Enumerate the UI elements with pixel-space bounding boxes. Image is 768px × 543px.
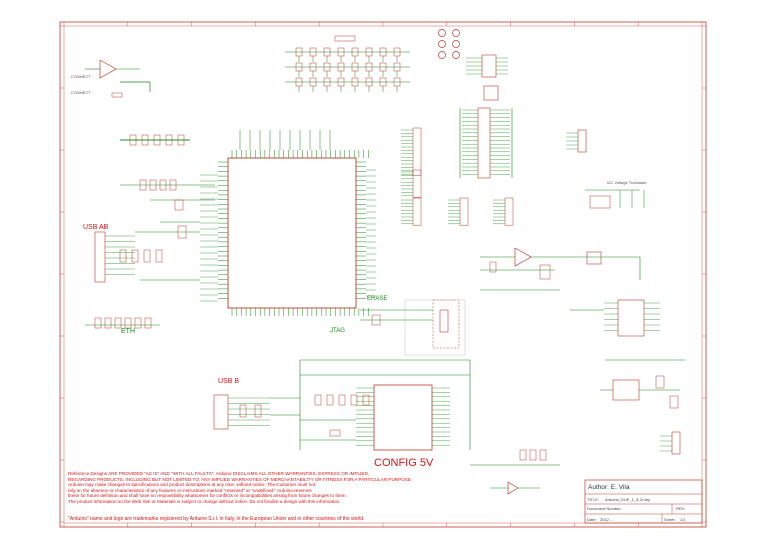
pin-header bbox=[412, 197, 422, 226]
rev-label: REV: bbox=[676, 506, 686, 511]
eth-label: ETH bbox=[121, 328, 135, 335]
disclaimer-line: Arduino may make changes to specificatio… bbox=[68, 482, 316, 487]
ic-outline bbox=[481, 54, 497, 78]
capacitor bbox=[114, 317, 122, 329]
mcu-chip-outline bbox=[227, 157, 357, 309]
usb-b-connector bbox=[213, 394, 229, 430]
pin-header bbox=[459, 197, 469, 226]
capacitor bbox=[134, 317, 142, 329]
sheet-value: 1/1 bbox=[680, 517, 686, 522]
led bbox=[539, 449, 547, 461]
pin-header bbox=[504, 197, 514, 226]
disclaimer-line: The product information on the Web Site … bbox=[68, 498, 341, 504]
capacitor bbox=[669, 395, 679, 409]
trademark-text: "Arduino" name and logo are trademarks r… bbox=[68, 516, 365, 522]
capacitor bbox=[124, 317, 132, 329]
usb-b-label: USB B bbox=[218, 378, 240, 385]
disclaimer-line: REGARDING PRODUCTS, INCLUDING BUT NOT LI… bbox=[68, 476, 411, 482]
date-value: 2012 ... bbox=[600, 517, 614, 522]
connect-label-1: CONNECT bbox=[71, 74, 91, 79]
jtag-label: JTAG bbox=[330, 328, 345, 334]
led bbox=[529, 449, 537, 461]
connector-outline bbox=[477, 107, 491, 179]
power-ic bbox=[612, 379, 640, 401]
disclaimer-line: rely on the absence or characteristics o… bbox=[68, 487, 312, 493]
sheet-inner-border bbox=[63, 25, 703, 524]
mounting-hole bbox=[452, 51, 460, 59]
dashed-block bbox=[432, 299, 460, 349]
resistor bbox=[143, 249, 151, 263]
note-box bbox=[404, 299, 466, 356]
mosfet bbox=[539, 264, 551, 280]
translator-ic bbox=[589, 195, 611, 209]
mounting-hole bbox=[438, 40, 446, 48]
resistor bbox=[326, 394, 334, 406]
led bbox=[519, 449, 527, 461]
capacitor bbox=[94, 317, 102, 329]
usb-mcu-outline bbox=[373, 384, 433, 451]
mounting-hole bbox=[438, 51, 446, 59]
icsp-header bbox=[577, 129, 587, 153]
author-field: Author: E. Vila bbox=[588, 484, 630, 491]
erase-button bbox=[371, 314, 381, 326]
crystal bbox=[174, 199, 184, 211]
mounting-hole bbox=[452, 29, 460, 37]
resistor bbox=[362, 394, 370, 406]
buffer-symbol bbox=[507, 481, 519, 495]
config-5v-label: CONFIG 5V bbox=[374, 457, 434, 469]
opamp-symbol bbox=[514, 247, 532, 267]
usb-ab-connector bbox=[94, 231, 106, 283]
resistor bbox=[254, 404, 262, 418]
disclaimer-line: Reference Designs ARE PROVIDED "AS IS" A… bbox=[68, 471, 370, 476]
resistor bbox=[111, 92, 123, 98]
power-header bbox=[671, 431, 681, 455]
usb-ab-label: USB AB bbox=[83, 224, 109, 231]
regulator bbox=[586, 251, 602, 265]
title-value: Arduino_DUE_1_5-2v.lay bbox=[605, 497, 650, 502]
title-label: TITLE: bbox=[587, 497, 600, 502]
disclaimer-line: these for future definition and shall ha… bbox=[68, 493, 347, 498]
resistor bbox=[489, 261, 497, 273]
mounting-hole bbox=[438, 29, 446, 37]
connect-label-2: CONNECT bbox=[71, 90, 91, 95]
sheet-label: Sheet: bbox=[664, 517, 676, 522]
level-translator-label: I2C Voltage Translator bbox=[607, 180, 647, 185]
opamp-symbol bbox=[99, 59, 117, 79]
pin-header bbox=[412, 127, 422, 176]
disclaimer-text: Reference Designs ARE PROVIDED "AS IS" A… bbox=[68, 471, 411, 504]
title-block bbox=[584, 479, 703, 524]
resistor bbox=[334, 35, 356, 42]
resistor bbox=[314, 394, 322, 406]
mounting-hole bbox=[452, 40, 460, 48]
document-number-label: Document Number: bbox=[587, 506, 622, 511]
capacitor bbox=[104, 317, 112, 329]
capacitor bbox=[655, 375, 665, 389]
capacitor bbox=[144, 317, 152, 329]
resistor bbox=[239, 404, 247, 418]
ic-outline bbox=[617, 299, 645, 337]
ic-outline bbox=[483, 85, 499, 101]
date-label: Date: bbox=[587, 517, 597, 522]
resistor bbox=[338, 394, 346, 406]
wire bbox=[120, 81, 151, 92]
resistor bbox=[119, 249, 127, 263]
pin-header bbox=[412, 169, 422, 198]
erase-label: ERASE bbox=[367, 296, 388, 302]
sheet-border bbox=[59, 21, 707, 528]
connector-outline bbox=[439, 309, 449, 333]
resistor bbox=[155, 249, 163, 263]
resistor bbox=[350, 394, 358, 406]
crystal bbox=[329, 429, 341, 437]
capacitor bbox=[177, 225, 187, 239]
resistor bbox=[131, 249, 139, 263]
